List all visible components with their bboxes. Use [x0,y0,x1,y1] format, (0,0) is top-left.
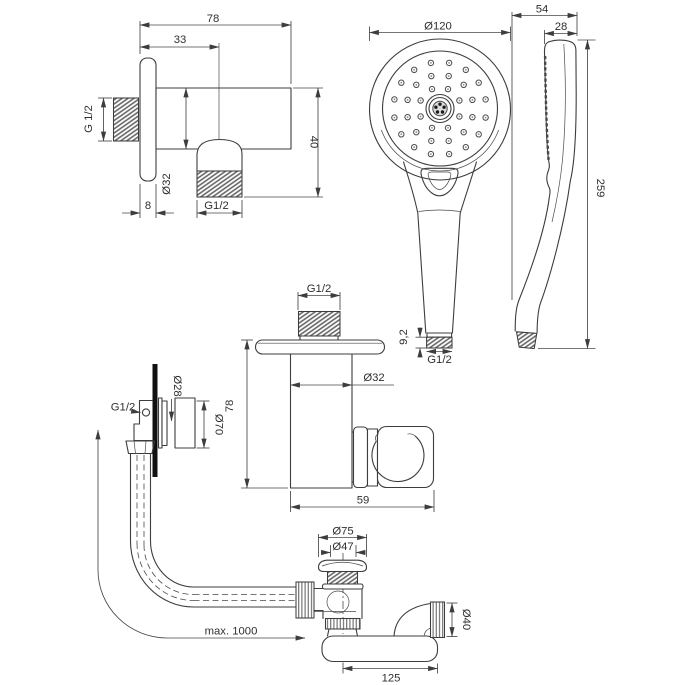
center-jet [425,93,455,124]
view-hand-shower-side: 54 28 259 [511,4,606,350]
hose-nut [295,581,315,619]
dim-label-holder-thread: G1/2 [307,283,332,295]
dim-label-elbow-outlet-thread: G1/2 [204,200,229,212]
dim-label-side-depth: 54 [536,4,549,16]
side-back-edge [536,39,577,334]
dim-label-cap-dia: Ø75 [332,526,353,538]
elbow-dome [196,138,243,172]
dim-label-overflow-pipe-dia: Ø28 [171,375,183,396]
dim-label-base-length: 125 [382,673,401,685]
handle-thread [426,336,453,349]
dim-label-elbow-width: 78 [207,13,220,25]
spray-nozzles [391,59,489,158]
side-thread-tip [515,331,538,350]
view-wall-elbow: 78 33 G 1/2 40 Ø32 8 G1/2 [83,13,323,218]
holder-clamp [352,426,369,489]
mode-button [420,167,459,197]
holder-flange [254,339,386,355]
dim-label-holder-width: 59 [357,495,370,507]
shower-head-outline [368,38,512,181]
dim-label-outlet-dia: Ø40 [460,609,472,630]
dim-label-elbow-wall-thread: G 1/2 [83,105,95,133]
overflow-nut [125,440,156,455]
outlet-flange [429,601,446,639]
overflow-bracket [133,399,154,442]
waste-base [321,635,439,663]
dim-label-elbow-body-dia: Ø32 [161,173,173,194]
dim-label-head-thickness: 28 [555,21,568,33]
dim-label-rosette-dia: Ø70 [213,414,225,435]
handle-right-edge [451,161,478,334]
flexible-hose [129,452,297,608]
trap-ball [326,590,350,614]
side-nozzle-band [543,55,550,162]
outlet-elbow [393,602,432,637]
dim-label-holder-body-dia: Ø32 [363,372,384,384]
elbow-body [155,87,292,150]
dim-label-head-dia: Ø120 [424,21,452,33]
shower-face-plate [381,50,499,167]
holder-body [289,353,353,489]
dim-label-elbow-offset: 33 [174,34,187,46]
trap-ring [324,617,361,630]
view-hand-shower-front: Ø120 9,2 G1/2 [368,21,512,366]
waste-washer [321,583,364,590]
handle-left-edge [402,161,427,334]
dim-label-side-length: 259 [594,179,606,198]
view-holder: G1/2 Ø32 78 59 [224,283,435,512]
dim-label-elbow-flange-depth: 8 [145,200,151,212]
dim-label-elbow-height: 40 [308,136,320,149]
dim-label-holder-height: 78 [224,400,236,413]
plug-cap [317,559,368,573]
holder-thread [297,310,341,337]
view-overflow: G1/2 Ø28 Ø70 max. 1000 [95,364,306,641]
dim-label-thread-len: 9,2 [398,329,410,345]
elbow-wall-thread [112,97,140,142]
plug-stem-thread [326,570,359,585]
elbow-outlet-thread [196,170,243,198]
side-front-edge [514,40,551,332]
dim-label-plug-dia: Ø47 [332,541,353,553]
dim-label-overflow-thread: G1/2 [111,402,136,414]
view-waste: Ø75 Ø47 Ø40 125 [295,526,472,685]
overflow-screw [141,408,151,417]
dim-label-hose-length: max. 1000 [205,626,258,638]
overflow-rosette [174,397,196,449]
elbow-flange [139,57,157,182]
dim-label-handle-thread: G1/2 [427,354,452,366]
